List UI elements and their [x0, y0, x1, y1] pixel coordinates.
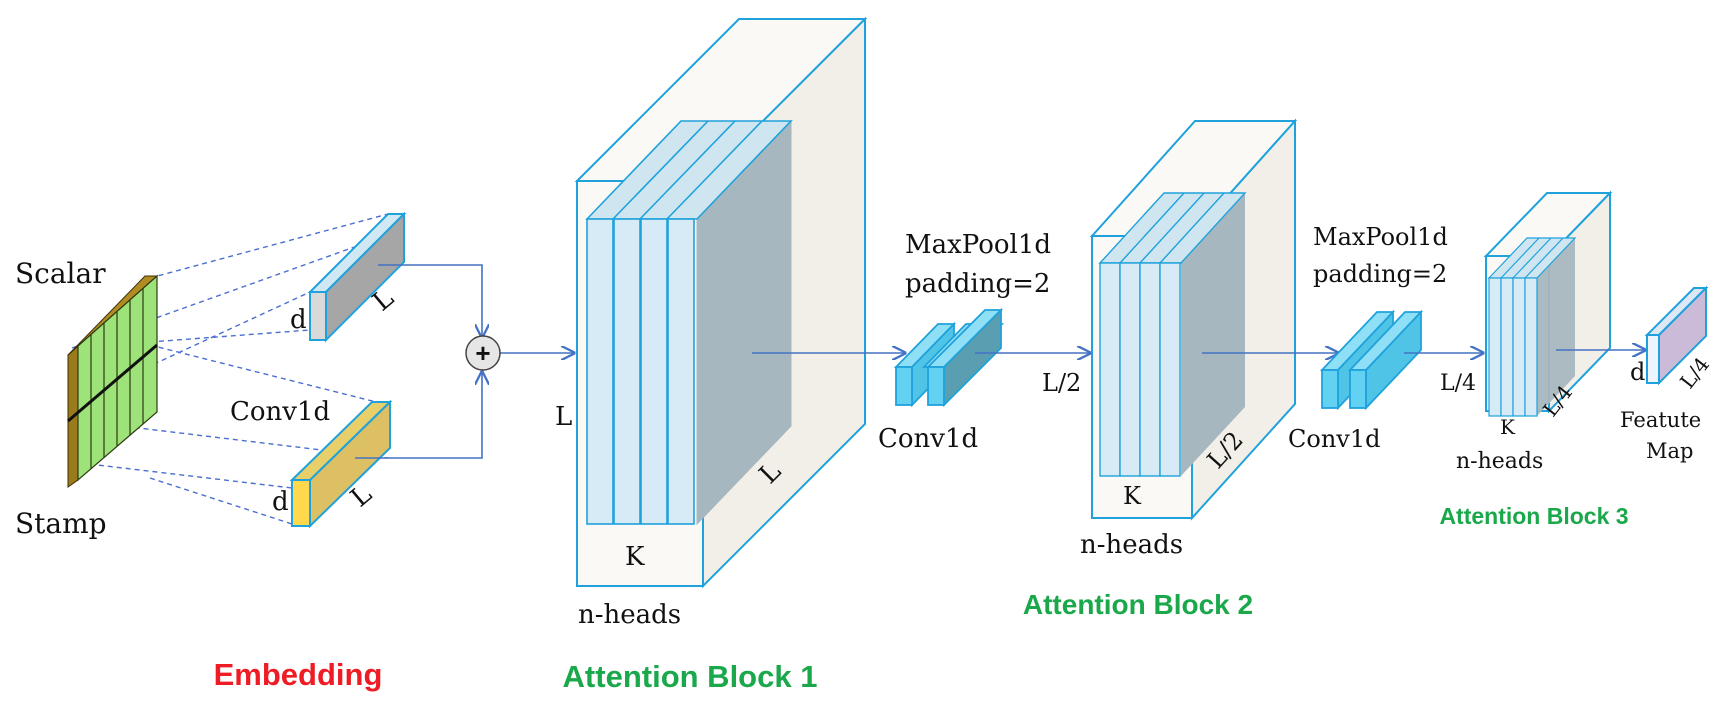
block1-K-label: K: [625, 542, 645, 572]
stamp-conv-slab: [289, 399, 393, 529]
block3-n-heads-label: n-heads: [1456, 449, 1543, 474]
maxpool1-label: MaxPool1d: [905, 230, 1051, 260]
block2-K-label: K: [1123, 482, 1142, 510]
plus-symbol: +: [475, 338, 490, 368]
section-attention-block-2-title: Attention Block 2: [1023, 589, 1253, 620]
map-label: Map: [1646, 439, 1693, 463]
scalar-d-label: d: [290, 305, 307, 335]
block3-K-label: K: [1500, 415, 1516, 439]
maxpool2-label: MaxPool1d: [1313, 223, 1448, 251]
conv1d-embedding-label: Conv1d: [230, 397, 330, 427]
section-embedding-title: Embedding: [214, 657, 383, 692]
conv-maxpool-1: MaxPool1d padding=2 Conv1d: [878, 230, 1051, 454]
block1-L-left-label: L: [555, 402, 572, 432]
section-attention-block-3-title: Attention Block 3: [1439, 503, 1628, 529]
embedding-section: Scalar Stamp d L Conv1d d L + Embedding: [15, 211, 574, 692]
attention-head-panels-3: [1487, 237, 1577, 417]
stamp-d-label: d: [272, 487, 289, 517]
stamp-label: Stamp: [15, 507, 107, 540]
conv1d-2-label: Conv1d: [1288, 425, 1380, 453]
scalar-embedding-slab: [307, 211, 407, 343]
attention-block-1: L K L n-heads Attention Block 1: [555, 16, 868, 694]
embedding-sum-arrows: [355, 264, 574, 459]
feature-label: Featute: [1620, 408, 1701, 432]
feature-map-d-label: d: [1630, 358, 1645, 386]
scalar-stamp-grid: [67, 274, 159, 488]
block2-input-L-half-label: L/2: [1042, 369, 1081, 397]
conv-maxpool-2: MaxPool1d padding=2 Conv1d: [1288, 223, 1448, 453]
block3-input-L-quarter-label: L/4: [1440, 371, 1476, 396]
attention-head-panels-2: [1098, 192, 1247, 477]
attention-head-panels-1: [585, 120, 793, 525]
padding2-label: padding=2: [1313, 260, 1447, 288]
conv1d-1-label: Conv1d: [878, 424, 978, 454]
block1-n-heads-label: n-heads: [578, 600, 681, 630]
padding1-label: padding=2: [905, 269, 1050, 299]
attention-block-3: K L/4 n-heads Attention Block 3: [1439, 190, 1629, 529]
section-attention-block-1-title: Attention Block 1: [563, 659, 818, 694]
add-operator-icon: [465, 335, 501, 371]
block2-n-heads-label: n-heads: [1080, 530, 1183, 560]
scalar-label: Scalar: [15, 257, 106, 290]
feature-map: d L/4 Featute Map: [1620, 285, 1714, 463]
